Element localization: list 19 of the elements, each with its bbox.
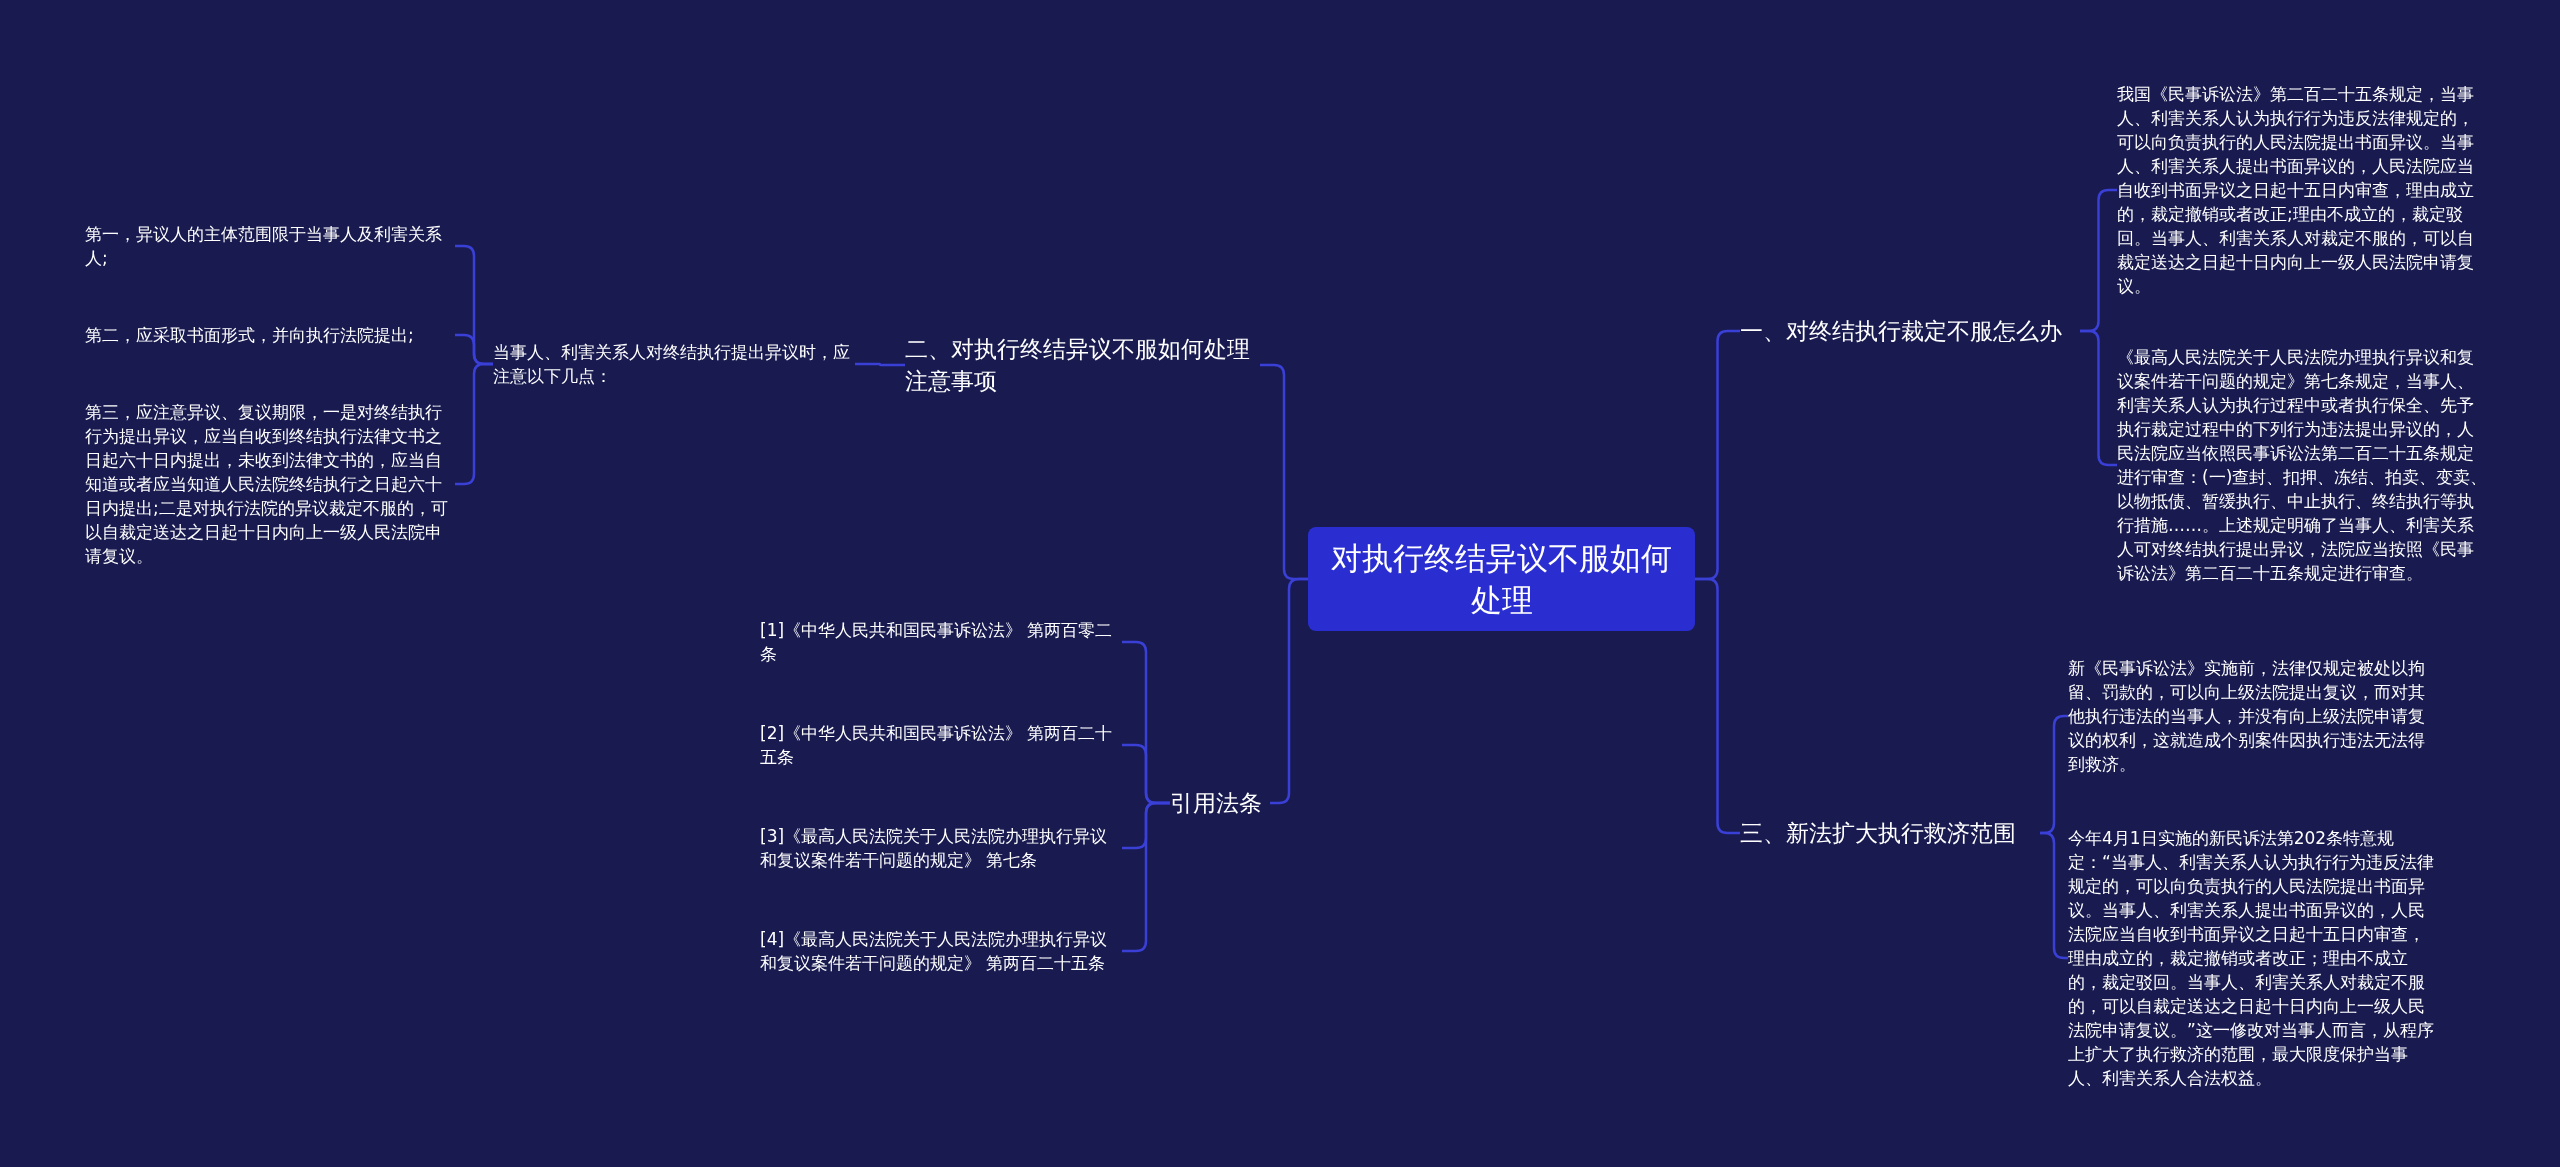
leaf-text: [3]《最高人民法院关于人民法院办理执行异议和复议案件若干问题的规定》 第七条 [760,824,1122,872]
branch-topic: 三、新法扩大执行救济范围 [1740,817,2040,849]
leaf-text: 新《民事诉讼法》实施前，法律仅规定被处以拘留、罚款的，可以向上级法院提出复议，而对其他执行违法的当事人，并没有向上级法院申请复议的权利，这就造成个别案件因执行违法无法得到救济。 [2068,656,2440,776]
branch-topic: 一、对终结执行裁定不服怎么办 [1740,315,2080,347]
central-topic-box: 对执行终结异议不服如何处理 [1308,527,1695,631]
branch-topic: 二、对执行终结异议不服如何处理注意事项 [905,333,1260,397]
leaf-text: [4]《最高人民法院关于人民法院办理执行异议和复议案件若干问题的规定》 第两百二十五条 [760,927,1122,975]
branch-topic: 引用法条 [1170,787,1270,819]
leaf-text: [2]《中华人民共和国民事诉讼法》 第两百二十五条 [760,721,1122,769]
leaf-text: 《最高人民法院关于人民法院办理执行异议和复议案件若干问题的规定》第七条规定，当事人、利害关系人认为执行过程中或者执行保全、先予执行裁定过程中的下列行为违法提出异议的，人民法院应当依照民事诉讼法第二百二十五条规定进行审查：(一)查封、扣押、冻结、拍卖、变卖、以物抵债、暂缓执行、中止执行、终结执行等执行措施……。上述规定明确了当事人、利害关系人可对终结执行提出异议，法院应当按照《民事诉讼法》第二百二十五条规定进行审查。 [2117,345,2489,585]
leaf-text: 今年4月1日实施的新民诉法第202条特意规定：“当事人、利害关系人认为执行行为违反法律规定的，可以向负责执行的人民法院提出书面异议。当事人、利害关系人提出书面异议的，人民法院应当自收到书面异议之日起十五日内审查，理由成立的，裁定撤销或者改正；理由不成立的，裁定驳回。当事人、利害关系人对裁定不服的，可以自裁定送达之日起十日内向上一级人民法院申请复议。”这一修改对当事人而言，从程序上扩大了执行救济的范围，最大限度保护当事人、利害关系人合法权益。 [2068,826,2440,1090]
leaf-text: 我国《民事诉讼法》第二百二十五条规定，当事人、利害关系人认为执行行为违反法律规定的，可以向负责执行的人民法院提出书面异议。当事人、利害关系人提出书面异议的，人民法院应当自收到书面异议之日起十五日内审查，理由成立的，裁定撤销或者改正;理由不成立的，裁定驳回。当事人、利害关系人对裁定不服的，可以自裁定送达之日起十日内向上一级人民法院申请复议。 [2117,82,2489,298]
connector-line [855,362,905,367]
leaf-text: 第一，异议人的主体范围限于当事人及利害关系人; [85,222,455,270]
leaf-text: [1]《中华人民共和国民事诉讼法》 第两百零二条 [760,618,1122,666]
leaf-text: 第三，应注意异议、复议期限，一是对终结执行行为提出异议，应当自收到终结执行法律文书之日起六十日内提出，未收到法律文书的，应当自知道或者应当知道人民法院终结执行之日起六十日内提出;二是对执行法院的异议裁定不服的，可以自裁定送达之日起十日内向上一级人民法院申请复议。 [85,400,455,568]
leaf-text: 第二，应采取书面形式，并向执行法院提出; [85,323,455,347]
connector-line [2040,831,2068,960]
leaf-text: 当事人、利害关系人对终结执行提出异议时，应注意以下几点： [493,340,855,388]
